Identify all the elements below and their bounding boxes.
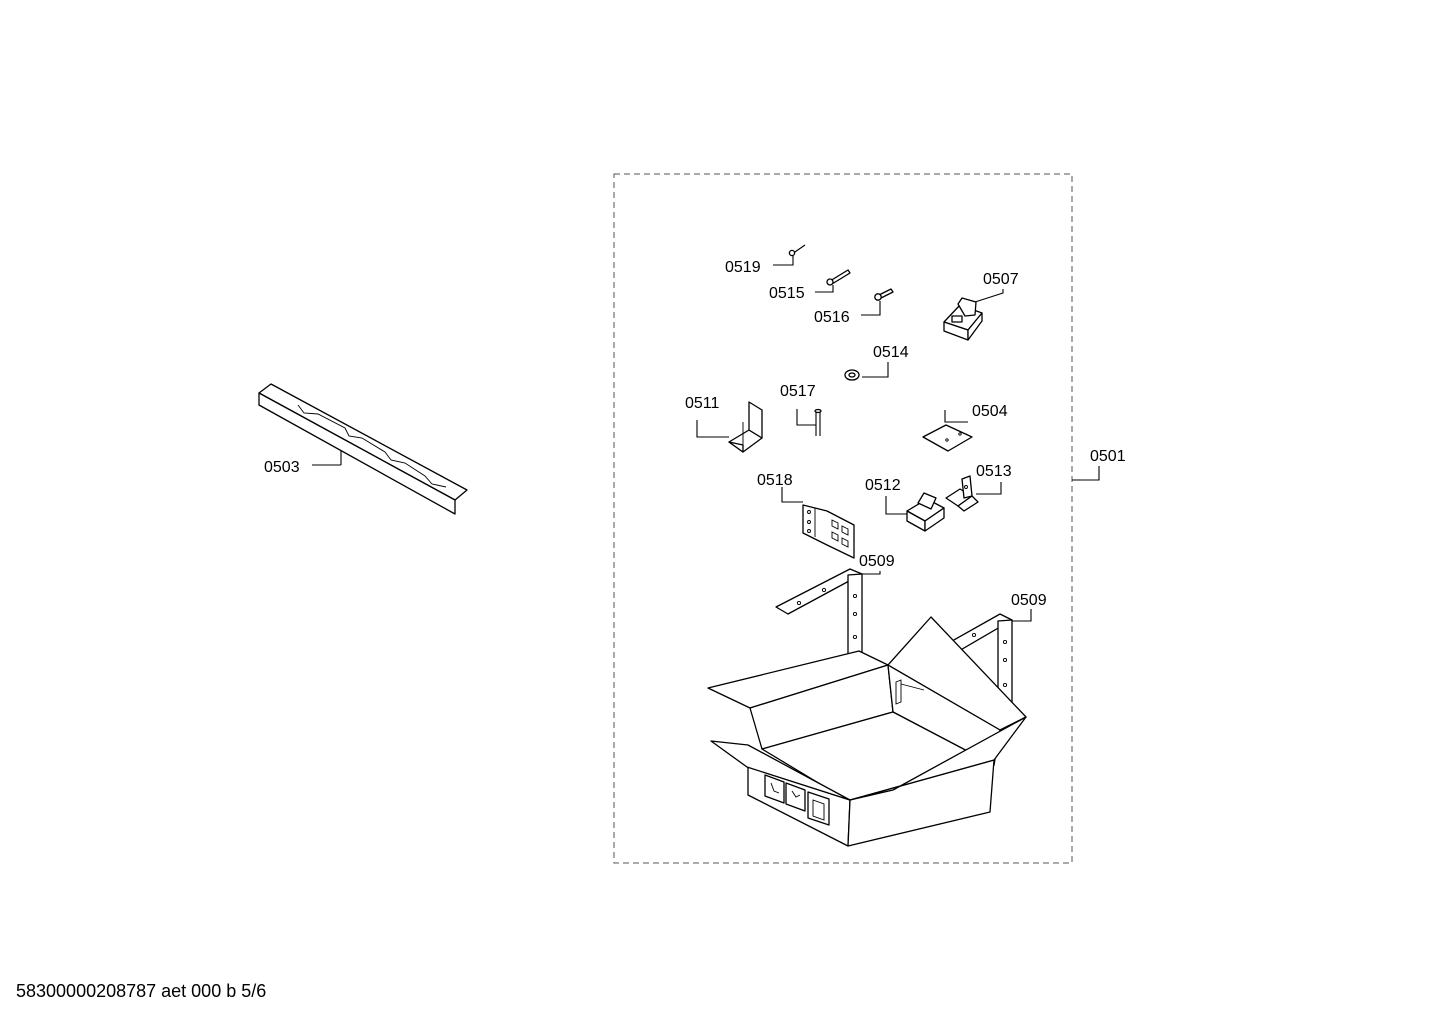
part-0515-screw[interactable]: [826, 269, 851, 286]
label-0507: 0507: [983, 271, 1019, 288]
leader-0512: [885, 496, 907, 515]
label-0503: 0503: [264, 459, 300, 476]
part-0513-hinge[interactable]: [945, 475, 979, 512]
label-0514: 0514: [873, 344, 909, 361]
leader-0514: [862, 362, 889, 378]
label-0519: 0519: [725, 259, 761, 276]
leader-0509a: [862, 571, 881, 575]
part-0514-washer[interactable]: [844, 369, 860, 381]
part-0509-bracket-a[interactable]: [775, 568, 863, 659]
drawing-id-footer: 58300000208787 aet 000 b 5/6: [16, 981, 267, 1001]
label-0509b: 0509: [1011, 592, 1047, 609]
leader-0516: [861, 301, 881, 316]
leader-0501: [1072, 466, 1100, 481]
leader-0507: [974, 289, 1004, 303]
label-0501: 0501: [1090, 448, 1126, 465]
leader-0509b: [1012, 609, 1032, 622]
label-0515: 0515: [769, 285, 805, 302]
part-0516-screw[interactable]: [874, 288, 894, 301]
label-0517: 0517: [780, 383, 816, 400]
leader-0517: [796, 409, 816, 426]
part-0504-plate[interactable]: [922, 424, 973, 452]
leader-0518: [781, 487, 803, 503]
part-0512-holder[interactable]: [906, 492, 945, 532]
leader-0511: [696, 420, 729, 438]
leader-0515: [815, 285, 834, 293]
carton-box: [707, 616, 1027, 847]
label-0513: 0513: [976, 463, 1012, 480]
part-0503-rail[interactable]: [258, 383, 468, 515]
part-0507-hinge[interactable]: [943, 297, 983, 341]
label-0504: 0504: [972, 403, 1008, 420]
leader-0513: [976, 482, 1002, 495]
label-0509a: 0509: [859, 553, 895, 570]
part-0518-plate[interactable]: [802, 504, 855, 559]
part-0519-screw[interactable]: [788, 244, 806, 257]
label-0511: 0511: [685, 395, 720, 412]
part-0517-pin[interactable]: [814, 408, 822, 437]
label-0516: 0516: [814, 309, 850, 326]
label-0518: 0518: [757, 472, 793, 489]
label-0512: 0512: [865, 477, 901, 494]
part-0511-bracket[interactable]: [728, 401, 763, 453]
assembly-0501-boundary: [613, 173, 1073, 864]
leader-0504: [944, 410, 968, 423]
leader-0519: [773, 256, 794, 266]
